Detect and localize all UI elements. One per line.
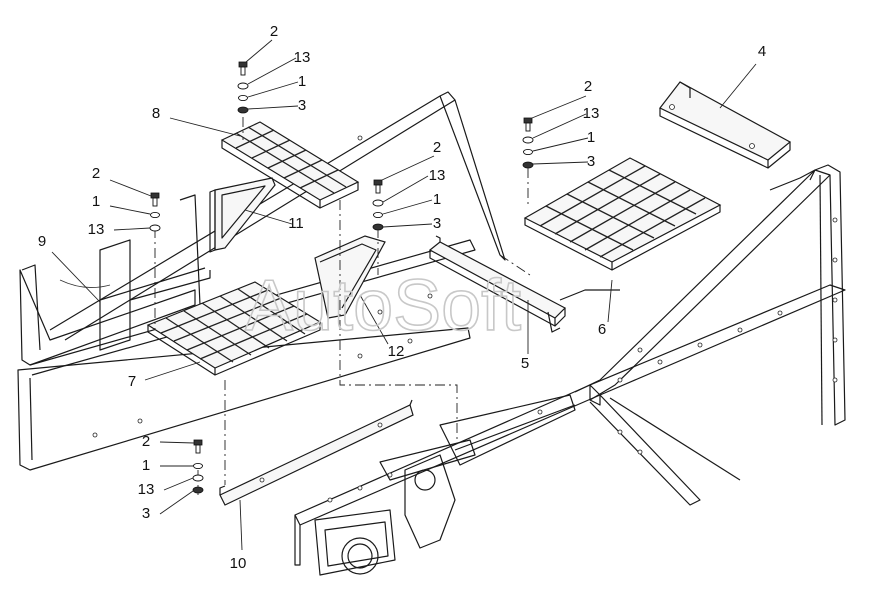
callout-c-13e: 13 (138, 481, 155, 498)
callout-c-9: 9 (38, 233, 46, 250)
callout-c-8: 8 (152, 105, 160, 122)
bolt-icon (238, 61, 248, 76)
part-8-grate (220, 121, 360, 209)
callout-c-2d: 2 (92, 165, 100, 182)
part-4-angle (659, 81, 792, 169)
washer-icon (523, 148, 533, 156)
callout-c-3c: 3 (433, 215, 441, 232)
washer-icon (150, 211, 160, 219)
callout-c-1d: 1 (92, 193, 100, 210)
part-12-plate (314, 235, 386, 319)
callout-c-5: 5 (521, 355, 529, 372)
callout-c-2e: 2 (142, 433, 150, 450)
callout-c-12: 12 (388, 343, 405, 360)
washer-icon (238, 94, 248, 102)
callout-c-6: 6 (598, 321, 606, 338)
callout-c-2c: 2 (433, 139, 441, 156)
washer-icon (372, 199, 384, 207)
part-6-grate (523, 157, 722, 271)
callout-c-13a: 13 (294, 49, 311, 66)
callout-c-13b: 13 (583, 105, 600, 122)
callout-c-13c: 13 (429, 167, 446, 184)
callout-c-11: 11 (288, 215, 304, 232)
bolt-icon (193, 439, 203, 454)
washer-icon (373, 211, 383, 219)
nut-icon (522, 161, 534, 169)
bolt-icon (373, 179, 383, 194)
main-frame (294, 164, 846, 576)
nut-icon (192, 486, 204, 494)
callout-c-1a: 1 (298, 73, 306, 90)
part-10-strip (219, 399, 414, 506)
fastener-stack-b (522, 117, 534, 169)
washer-icon (193, 462, 203, 470)
callout-c-10: 10 (230, 555, 247, 572)
washer-icon (237, 82, 249, 90)
callout-c-1b: 1 (587, 129, 595, 146)
bolt-icon (523, 117, 533, 132)
part-11-bracket (209, 177, 276, 253)
fastener-stack-a (237, 61, 249, 114)
callout-c-3a: 3 (298, 97, 306, 114)
fastener-stack-d (149, 192, 161, 232)
callout-c-1e: 1 (142, 457, 150, 474)
part-7-grate (146, 281, 322, 376)
washer-icon (192, 474, 204, 482)
watermark-text: AutoSoft (245, 266, 521, 346)
callout-c-2a: 2 (270, 23, 278, 40)
nut-icon (237, 106, 249, 114)
washer-icon (149, 224, 161, 232)
callout-c-3e: 3 (142, 505, 150, 522)
bolt-icon (150, 192, 160, 207)
callout-c-4: 4 (758, 43, 766, 60)
callout-c-2b: 2 (584, 78, 592, 95)
callout-c-7: 7 (128, 373, 136, 390)
nut-icon (372, 223, 384, 231)
part-5-channel (428, 235, 566, 333)
callout-c-3b: 3 (587, 153, 595, 170)
washer-icon (522, 136, 534, 144)
fastener-stack-c (372, 179, 384, 231)
leader-lines (51, 39, 757, 551)
frame-holes (327, 217, 838, 503)
callout-c-13d: 13 (88, 221, 105, 238)
callout-c-1c: 1 (433, 191, 441, 208)
